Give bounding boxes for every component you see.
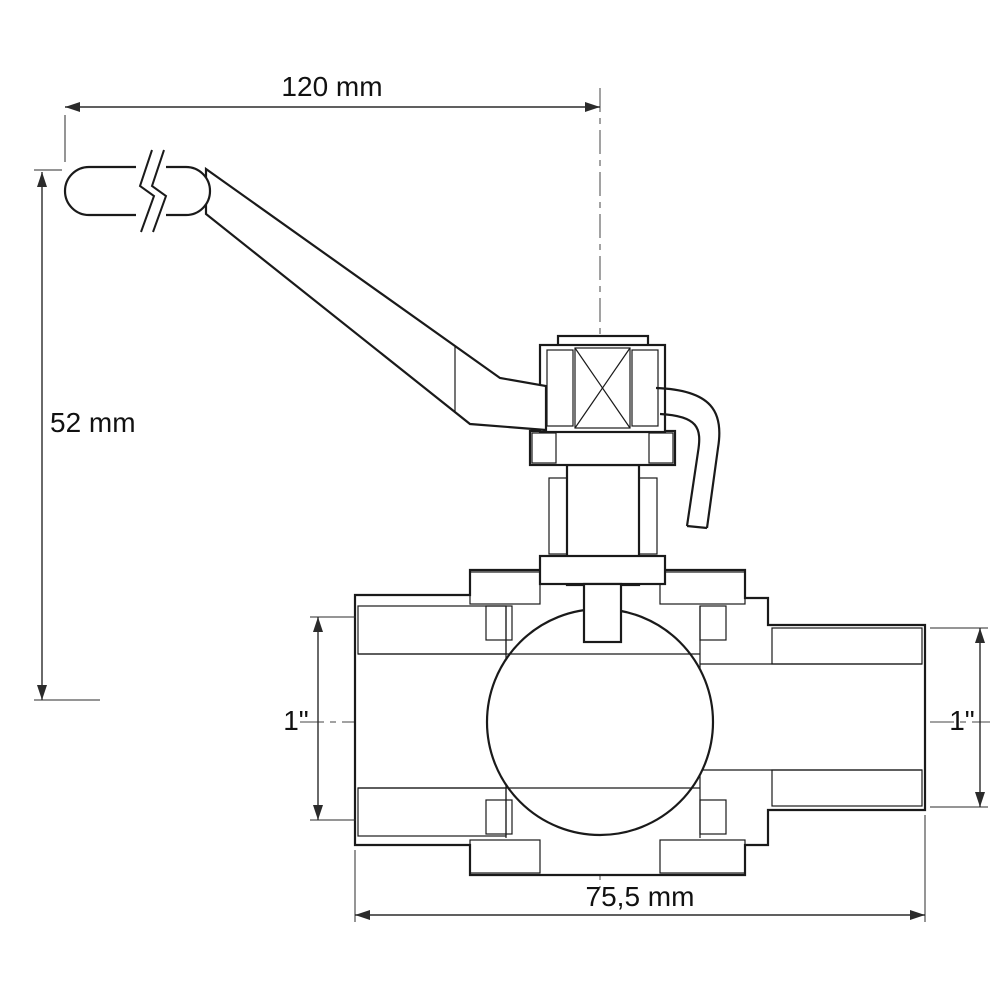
stem-square: [574, 347, 631, 429]
stem-packing-right: [638, 477, 658, 555]
gland-flange: [528, 429, 677, 467]
break-zigzag-2: [150, 149, 168, 233]
stem-packing-left: [548, 477, 568, 555]
handle-bend-cap: [686, 524, 708, 530]
valve-body: [353, 568, 927, 877]
dim-left-port: 1": [283, 616, 356, 821]
dim-right-port: 1": [930, 627, 988, 808]
body-section-top-right: [659, 571, 746, 605]
arrow-right-icon: [585, 102, 600, 112]
seat-top-right: [699, 605, 727, 641]
handle-break-symbol: [136, 149, 168, 233]
seat-bottom-right: [699, 799, 727, 835]
dim-label-left-port: 1": [283, 705, 309, 736]
seat-bottom-left: [485, 799, 513, 835]
handle-arm: [204, 166, 548, 432]
dim-label-handle-length: 120 mm: [281, 71, 382, 102]
arrow-left-icon: [65, 102, 80, 112]
valve-handle: [63, 149, 721, 530]
dim-label-height: 52 mm: [50, 407, 136, 438]
body-section-top-left: [469, 571, 541, 605]
arrow-up-icon: [975, 628, 985, 643]
dim-label-body-length: 75,5 mm: [586, 881, 695, 912]
arrow-down-icon: [37, 685, 47, 700]
dim-body-length: 75,5 mm: [354, 815, 926, 922]
seat-top-left: [485, 605, 513, 641]
handle-bend-outer: [655, 386, 721, 529]
stem-square-cross-2: [574, 347, 631, 429]
break-zigzag-1: [138, 149, 156, 233]
stem-shaft: [582, 582, 623, 644]
dim-label-right-port: 1": [949, 705, 975, 736]
handle-bend-inner: [659, 412, 701, 527]
body-section-bottom-right: [659, 839, 746, 874]
arrow-down-icon: [975, 792, 985, 807]
arrow-left-icon: [355, 910, 370, 920]
break-mask: [136, 158, 166, 224]
dim-handle-length: 120 mm: [64, 71, 600, 162]
body-section-bottom-left: [469, 839, 541, 874]
dim-height: 52 mm: [34, 169, 136, 701]
handle-arm-section: [454, 344, 547, 431]
arrow-up-icon: [313, 617, 323, 632]
arrow-up-icon: [37, 172, 47, 187]
arrow-down-icon: [313, 805, 323, 820]
bonnet-flange: [538, 554, 667, 586]
arrow-right-icon: [910, 910, 925, 920]
